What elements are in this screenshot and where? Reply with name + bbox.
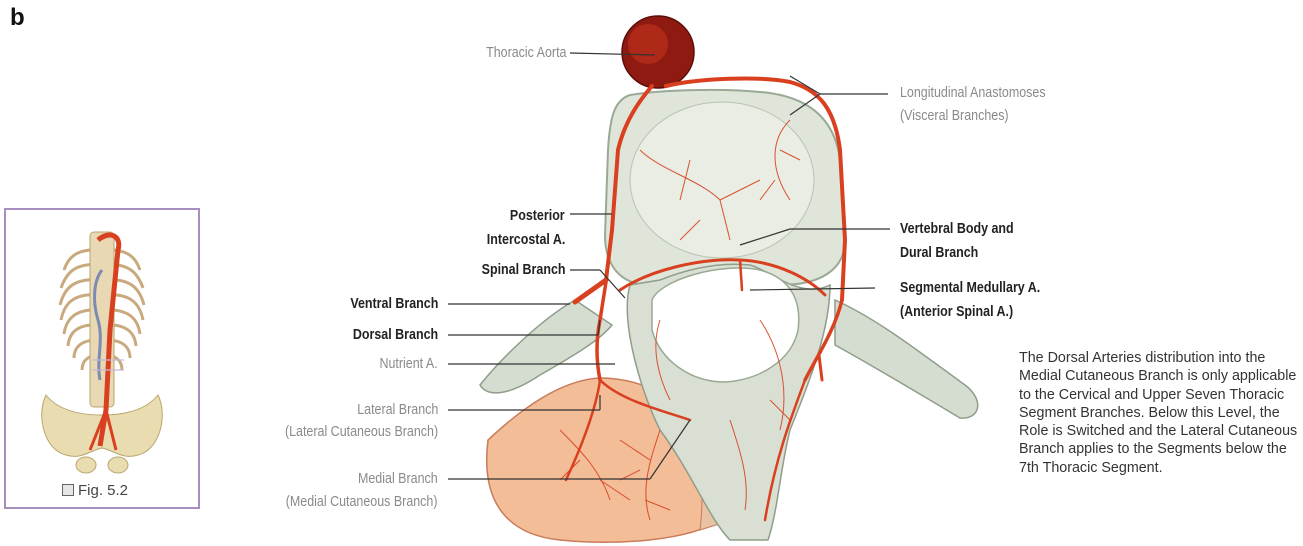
label-vertebral-body: Vertebral Body and [900,219,1014,239]
label-segmental-medullary: Segmental Medullary A. [900,278,1040,298]
label-nutrient-a: Nutrient A. [380,354,438,374]
label-anterior-spinal: (Anterior Spinal A.) [900,302,1013,322]
label-visceral-branches: (Visceral Branches) [900,106,1009,126]
label-medial-branch: Medial Branch [358,469,438,489]
label-dorsal-branch: Dorsal Branch [353,325,438,345]
label-lateral-branch: Lateral Branch [357,400,438,420]
label-lateral-cutaneous: (Lateral Cutaneous Branch) [285,422,438,442]
label-posterior: Posterior [510,206,565,226]
label-thoracic-aorta: Thoracic Aorta [486,43,566,63]
explanatory-note: The Dorsal Arteries distribution into th… [1019,349,1299,477]
label-ventral-branch: Ventral Branch [350,294,438,314]
label-medial-cutaneous: (Medial Cutaneous Branch) [286,492,438,512]
label-dural-branch: Dural Branch [900,243,978,263]
label-intercostal-a: Intercostal A. [486,230,565,250]
label-longitudinal-anastomoses: Longitudinal Anastomoses [900,83,1046,103]
label-spinal-branch: Spinal Branch [481,260,565,280]
